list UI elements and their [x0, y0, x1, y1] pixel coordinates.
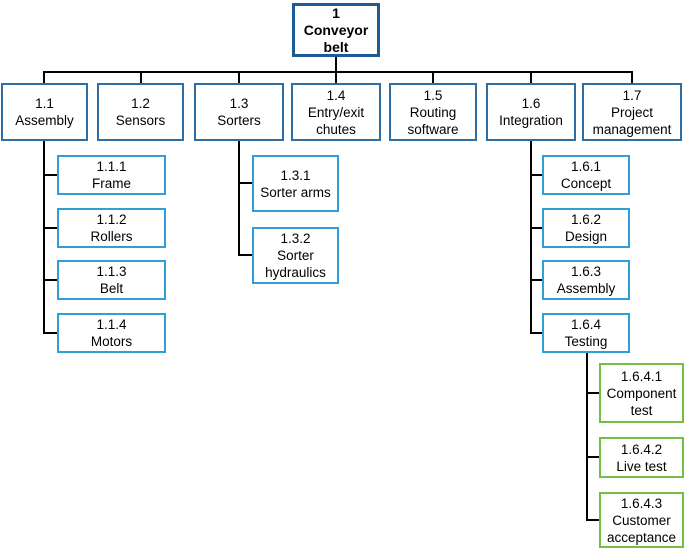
- connector-stub-1-4: [335, 71, 337, 83]
- connector-trunk-1-1: [43, 141, 45, 334]
- connector-trunk-1-3: [238, 141, 240, 256]
- wbs-node-1-1-4-motors[interactable]: 1.1.4 Motors: [57, 313, 166, 353]
- connector-elbow-1-6-4-2: [586, 456, 599, 458]
- wbs-node-1-5-routing-software[interactable]: 1.5 Routing software: [389, 83, 477, 141]
- connector-stub-1-6: [530, 71, 532, 83]
- connector-elbow-1-6-4: [530, 332, 542, 334]
- connector-elbow-1-3-2: [238, 254, 252, 256]
- connector-root-trunk: [335, 57, 337, 72]
- wbs-node-1-1-1-frame[interactable]: 1.1.1 Frame: [57, 155, 166, 195]
- wbs-node-1-1-assembly[interactable]: 1.1 Assembly: [1, 83, 88, 141]
- wbs-node-1-3-2-sorter-hydraulics[interactable]: 1.3.2 Sorter hydraulics: [252, 227, 339, 284]
- wbs-node-1-6-2-design[interactable]: 1.6.2 Design: [542, 208, 630, 248]
- wbs-node-1-6-4-1-component-test[interactable]: 1.6.4.1 Component test: [599, 363, 684, 423]
- connector-stub-1-7: [631, 71, 633, 83]
- wbs-node-1-6-3-assembly[interactable]: 1.6.3 Assembly: [542, 260, 630, 300]
- connector-stub-1-3: [238, 71, 240, 83]
- wbs-node-1-1-3-belt[interactable]: 1.1.3 Belt: [57, 260, 166, 300]
- wbs-node-1-conveyor-belt[interactable]: 1 Conveyor belt: [292, 3, 380, 57]
- connector-level2-bus: [43, 71, 633, 73]
- wbs-node-1-6-4-2-live-test[interactable]: 1.6.4.2 Live test: [599, 437, 684, 478]
- connector-elbow-1-6-3: [530, 279, 542, 281]
- connector-elbow-1-6-1: [530, 174, 542, 176]
- connector-elbow-1-6-4-3: [586, 519, 599, 521]
- connector-stub-1-1: [43, 71, 45, 83]
- connector-elbow-1-1-2: [43, 227, 57, 229]
- connector-trunk-1-6: [530, 141, 532, 334]
- wbs-node-1-3-sorters[interactable]: 1.3 Sorters: [194, 83, 284, 141]
- connector-trunk-1-6-4: [586, 353, 588, 521]
- wbs-node-1-1-2-rollers[interactable]: 1.1.2 Rollers: [57, 208, 166, 248]
- connector-elbow-1-1-4: [43, 332, 57, 334]
- connector-elbow-1-3-1: [238, 182, 252, 184]
- wbs-node-1-2-sensors[interactable]: 1.2 Sensors: [97, 83, 184, 141]
- wbs-node-1-7-project-management[interactable]: 1.7 Project management: [582, 83, 682, 141]
- wbs-node-1-6-integration[interactable]: 1.6 Integration: [486, 83, 576, 141]
- connector-stub-1-2: [140, 71, 142, 83]
- connector-elbow-1-6-2: [530, 227, 542, 229]
- wbs-node-1-6-4-3-customer-acceptance[interactable]: 1.6.4.3 Customer acceptance: [599, 492, 684, 548]
- wbs-node-1-6-1-concept[interactable]: 1.6.1 Concept: [542, 155, 630, 195]
- wbs-node-1-3-1-sorter-arms[interactable]: 1.3.1 Sorter arms: [252, 155, 339, 212]
- connector-elbow-1-6-4-1: [586, 392, 599, 394]
- wbs-node-1-6-4-testing[interactable]: 1.6.4 Testing: [542, 313, 630, 353]
- connector-elbow-1-1-3: [43, 279, 57, 281]
- connector-elbow-1-1-1: [43, 174, 57, 176]
- connector-stub-1-5: [432, 71, 434, 83]
- wbs-node-1-4-entry-exit-chutes[interactable]: 1.4 Entry/exit chutes: [291, 83, 381, 141]
